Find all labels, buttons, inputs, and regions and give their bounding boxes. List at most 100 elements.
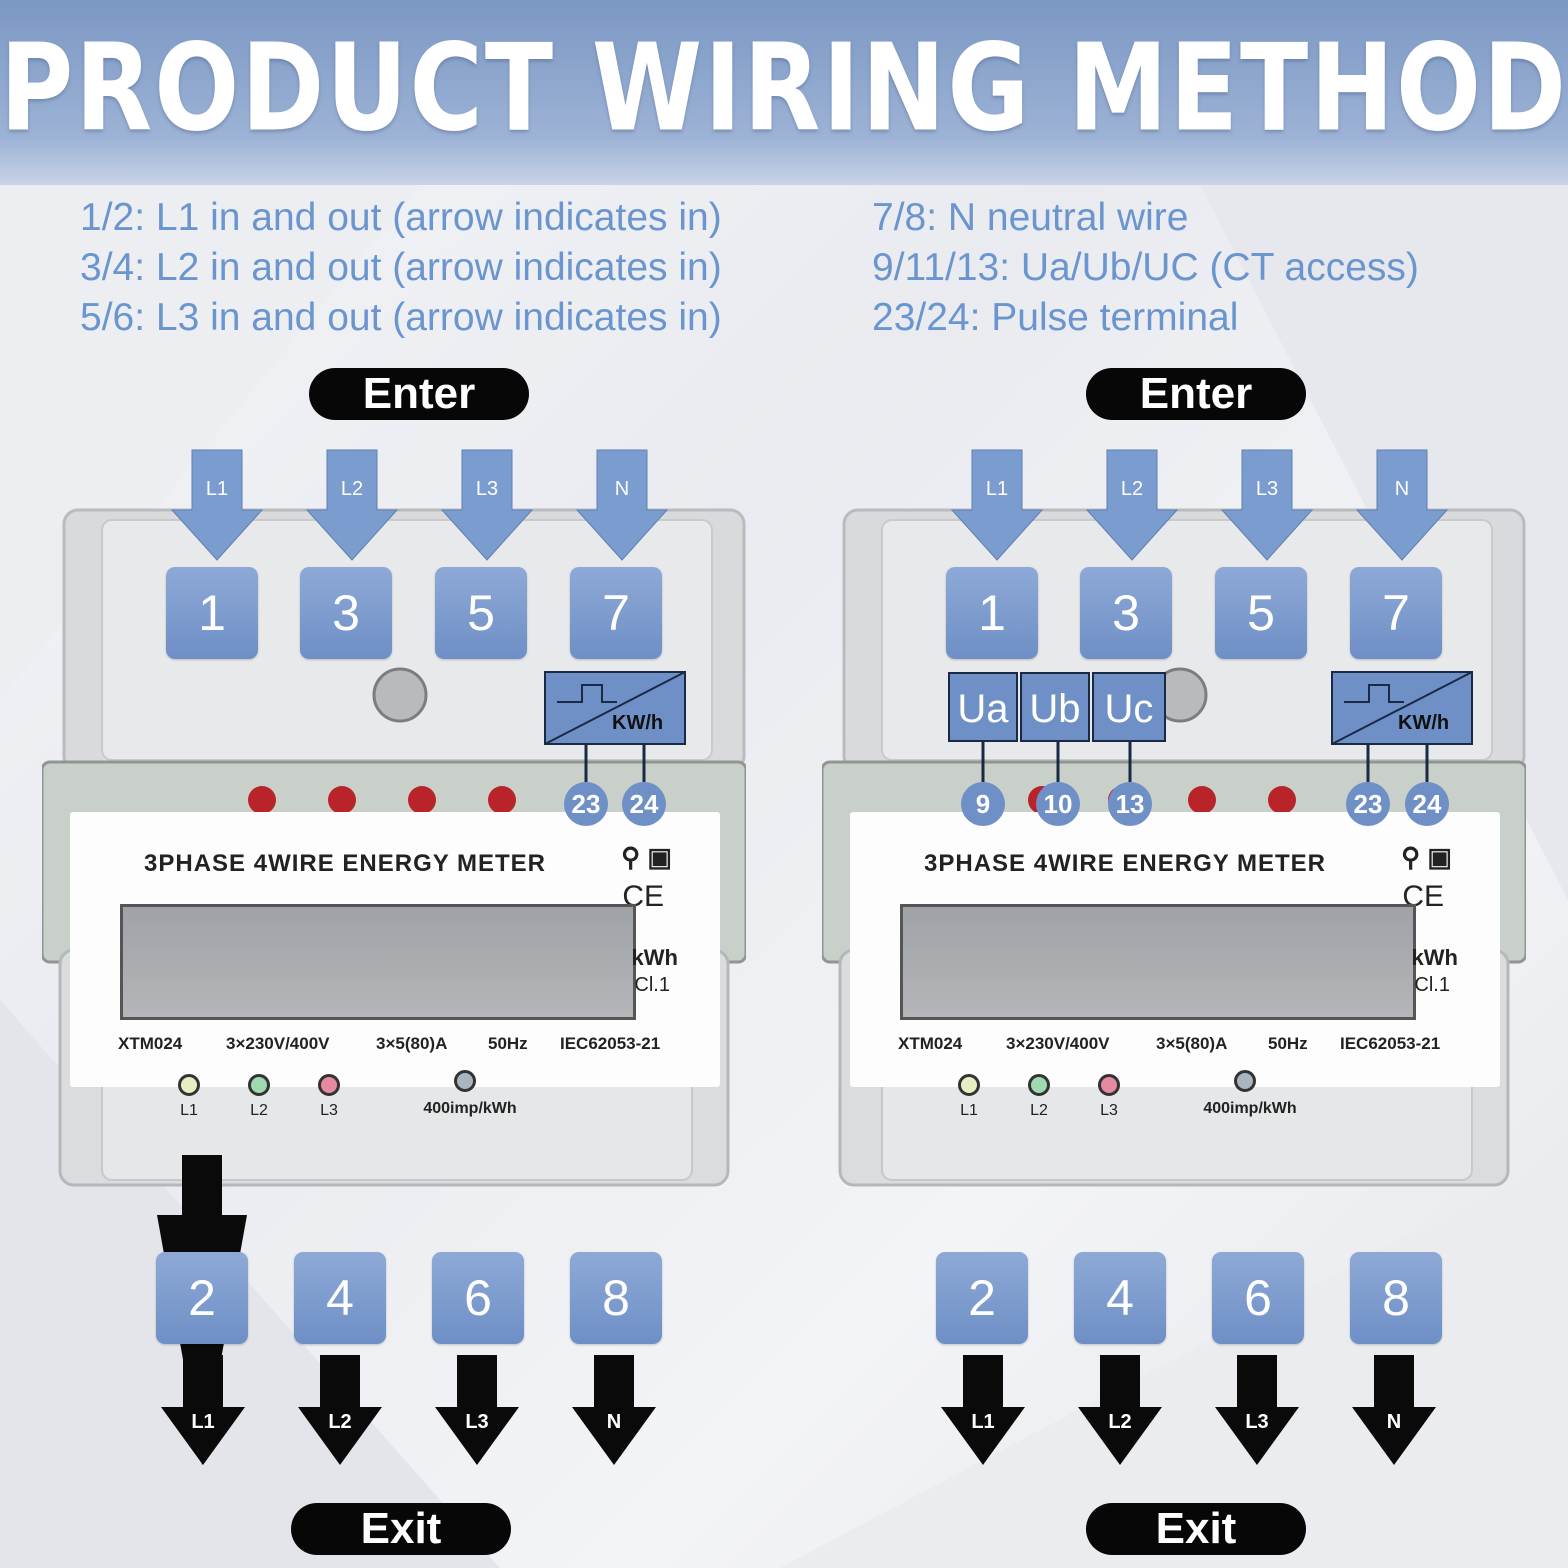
label-uc: Uc xyxy=(1092,672,1166,742)
enter-label-right: Enter xyxy=(1086,368,1306,420)
legend-line: 7/8: N neutral wire xyxy=(872,196,1189,239)
led-l3 xyxy=(318,1074,340,1096)
arrow-label-l2: L2 xyxy=(1120,478,1144,500)
arrow-label-l3: L3 xyxy=(1255,478,1279,500)
led-pulse xyxy=(1234,1070,1256,1092)
terminal-8: 8 xyxy=(1350,1252,1442,1344)
frequency-label: 50Hz xyxy=(488,1034,528,1053)
unit-label: kWh xyxy=(631,945,678,970)
page-title: PRODUCT WIRING METHOD xyxy=(0,18,1568,159)
voltage-label: 3×230V/400V xyxy=(1006,1034,1110,1053)
frequency-label: 50Hz xyxy=(1268,1034,1308,1053)
exit-arrows-left xyxy=(161,1355,656,1465)
symbol-icon: ⚲ ▣ xyxy=(621,842,672,872)
terminal-23: 23 xyxy=(1346,782,1390,826)
meter-left: 3PHASE 4WIRE ENERGY METER ⚲ ▣ CE kWh Cl.… xyxy=(42,449,746,1465)
standard-label: IEC62053-21 xyxy=(560,1034,661,1053)
terminal-13: 13 xyxy=(1108,782,1152,826)
pulse-rate-label: 400imp/kWh xyxy=(1203,1100,1297,1117)
label-ub: Ub xyxy=(1020,672,1090,742)
label-ua: Ua xyxy=(948,672,1018,742)
led-label: L1 xyxy=(960,1102,978,1119)
terminal-6: 6 xyxy=(432,1252,524,1344)
arrow-label-n: N xyxy=(1394,478,1410,500)
led-l1 xyxy=(178,1074,200,1096)
led-l1 xyxy=(958,1074,980,1096)
exit-label-right: Exit xyxy=(1086,1503,1306,1555)
terminal-24: 24 xyxy=(622,782,666,826)
led-label: L1 xyxy=(180,1102,198,1119)
led-label: L2 xyxy=(1030,1102,1048,1119)
model-label: XTM024 xyxy=(898,1034,963,1053)
input-arrows xyxy=(950,449,1449,561)
pulse-unit-label: KW/h xyxy=(1398,712,1450,734)
model-label: XTM024 xyxy=(118,1034,183,1053)
meter-name: 3PHASE 4WIRE ENERGY METER xyxy=(924,850,1326,877)
legend-line: 5/6: L3 in and out (arrow indicates in) xyxy=(80,296,722,339)
arrow-label-l2: L2 xyxy=(340,478,364,500)
meter-faceplate: 3PHASE 4WIRE ENERGY METER ⚲ ▣ CE kWh Cl.… xyxy=(70,812,720,1119)
led-l2 xyxy=(1028,1074,1050,1096)
pulse-unit-label: KW/h xyxy=(612,712,664,734)
terminal-5: 5 xyxy=(1215,567,1307,659)
pulse-symbol xyxy=(544,671,686,782)
meter-faceplate: 3PHASE 4WIRE ENERGY METER ⚲ ▣ CE kWh Cl.… xyxy=(850,812,1500,1119)
voltage-label: 3×230V/400V xyxy=(226,1034,330,1053)
meter-name: 3PHASE 4WIRE ENERGY METER xyxy=(144,850,546,877)
terminal-6: 6 xyxy=(1212,1252,1304,1344)
exit-label-l1: L1 xyxy=(191,1411,215,1433)
terminal-1: 1 xyxy=(166,567,258,659)
current-label: 3×5(80)A xyxy=(376,1034,448,1053)
arrow-label-l1: L1 xyxy=(205,478,229,500)
legend-line: 23/24: Pulse terminal xyxy=(872,296,1239,339)
exit-label-l3: L3 xyxy=(465,1411,489,1433)
standard-label: IEC62053-21 xyxy=(1340,1034,1441,1053)
terminal-7: 7 xyxy=(570,567,662,659)
arrow-label-l3: L3 xyxy=(475,478,499,500)
exit-label-n: N xyxy=(606,1411,622,1433)
class-label: Cl.1 xyxy=(634,974,670,996)
pulse-rate-label: 400imp/kWh xyxy=(423,1100,517,1117)
arrow-label-l1: L1 xyxy=(985,478,1009,500)
led-l3 xyxy=(1098,1074,1120,1096)
symbol-icon: ⚲ ▣ xyxy=(1401,842,1452,872)
terminal-2: 2 xyxy=(936,1252,1028,1344)
led-l2 xyxy=(248,1074,270,1096)
terminal-7: 7 xyxy=(1350,567,1442,659)
exit-arrows-right xyxy=(941,1355,1436,1465)
legend-line: 9/11/13: Ua/Ub/UC (CT access) xyxy=(872,246,1419,289)
legend-line: 3/4: L2 in and out (arrow indicates in) xyxy=(80,246,722,289)
terminal-3: 3 xyxy=(1080,567,1172,659)
exit-label-l1: L1 xyxy=(971,1411,995,1433)
exit-label-l3: L3 xyxy=(1245,1411,1269,1433)
terminal-5: 5 xyxy=(435,567,527,659)
current-label: 3×5(80)A xyxy=(1156,1034,1228,1053)
terminal-9: 9 xyxy=(961,782,1005,826)
legend-right: 7/8: N neutral wire 9/11/13: Ua/Ub/UC (C… xyxy=(872,193,1419,343)
led-label: L2 xyxy=(250,1102,268,1119)
lcd-display xyxy=(120,904,636,1020)
arrow-label-n: N xyxy=(614,478,630,500)
class-label: Cl.1 xyxy=(1414,974,1450,996)
led-label: L3 xyxy=(1100,1102,1118,1119)
voltage-wiring xyxy=(981,671,1473,782)
terminal-2: 2 xyxy=(156,1252,248,1344)
unit-label: kWh xyxy=(1411,945,1458,970)
terminal-1: 1 xyxy=(946,567,1038,659)
terminal-24: 24 xyxy=(1405,782,1449,826)
terminal-10: 10 xyxy=(1036,782,1080,826)
legend-left: 1/2: L1 in and out (arrow indicates in) … xyxy=(80,193,722,343)
terminal-23: 23 xyxy=(564,782,608,826)
terminal-8: 8 xyxy=(570,1252,662,1344)
legend-line: 1/2: L1 in and out (arrow indicates in) xyxy=(80,196,722,239)
meter-right: 3PHASE 4WIRE ENERGY METER ⚲ ▣ CE kWh Cl.… xyxy=(822,449,1526,1344)
terminal-4: 4 xyxy=(294,1252,386,1344)
lcd-display xyxy=(900,904,1416,1020)
enter-label-left: Enter xyxy=(309,368,529,420)
led-label: L3 xyxy=(320,1102,338,1119)
led-pulse xyxy=(454,1070,476,1092)
terminal-3: 3 xyxy=(300,567,392,659)
exit-label-l2: L2 xyxy=(328,1411,352,1433)
exit-label-l2: L2 xyxy=(1108,1411,1132,1433)
exit-label-n: N xyxy=(1386,1411,1402,1433)
